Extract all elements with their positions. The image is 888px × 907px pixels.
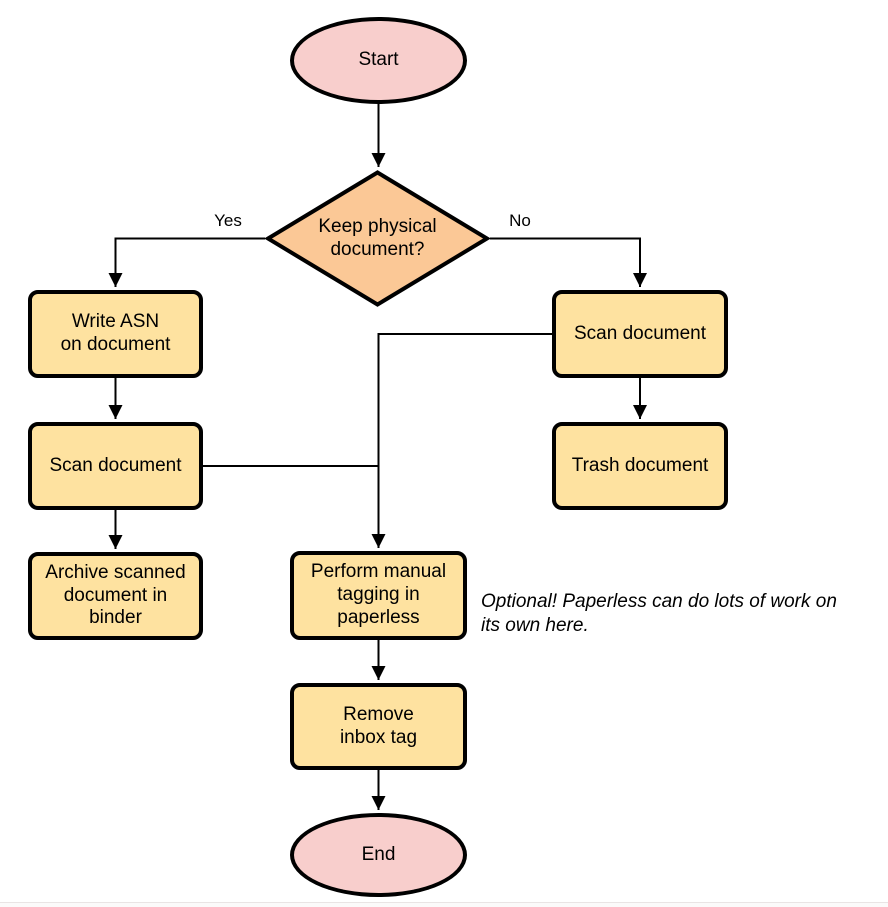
node-trash-document: Trash document xyxy=(552,422,728,510)
node-trash-document-label: Trash document xyxy=(571,454,709,476)
page-bottom-divider xyxy=(0,902,888,907)
node-archive-binder: Archive scanned document in binder xyxy=(28,552,203,640)
node-scan-document-right: Scan document xyxy=(552,290,728,378)
edge-label-no: No xyxy=(507,211,533,231)
node-archive-binder-label: Archive scanned document in binder xyxy=(45,561,186,629)
edge-decision-no-branch xyxy=(490,237,647,287)
node-remove-inbox-tag-label: Remove inbox tag xyxy=(339,703,418,748)
node-perform-tagging: Perform manual tagging in paperless xyxy=(290,551,467,640)
node-scan-document-left-label: Scan document xyxy=(49,454,182,476)
node-decision-label: Keep physical document? xyxy=(318,215,437,260)
edge-label-yes: Yes xyxy=(212,211,244,231)
edge-decision-yes-branch xyxy=(108,237,265,287)
node-perform-tagging-label: Perform manual tagging in paperless xyxy=(310,561,447,628)
node-decision: Keep physical document? xyxy=(265,170,490,307)
node-scan-document-left: Scan document xyxy=(28,422,203,510)
node-start-label: Start xyxy=(358,49,399,71)
node-write-asn: Write ASN on document xyxy=(28,290,203,378)
node-write-asn-label: Write ASN on document xyxy=(60,311,171,355)
diamond-shape-icon xyxy=(265,170,490,307)
node-end-label: End xyxy=(361,843,396,865)
node-end: End xyxy=(290,813,467,897)
node-start: Start xyxy=(290,17,467,104)
node-remove-inbox-tag: Remove inbox tag xyxy=(290,683,467,770)
note-optional: Optional! Paperless can do lots of work … xyxy=(481,591,837,636)
edge-scanright-to-tagging xyxy=(371,333,552,548)
node-scan-document-right-label: Scan document xyxy=(573,322,707,344)
